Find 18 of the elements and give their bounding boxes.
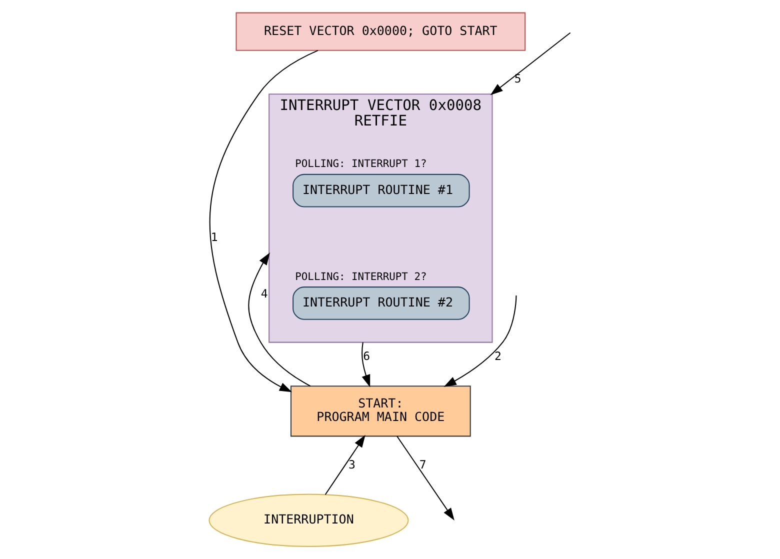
edge-label: 2 [494,348,502,363]
node-box: START: PROGRAM MAIN CODE [290,386,471,437]
edge-label: 3 [348,457,356,472]
edge-label: 1 [210,230,218,244]
edge-label: 6 [363,348,370,363]
node-label: POLLING: INTERRUPT 1? [295,158,427,170]
arrow [444,295,517,387]
arrow [210,50,318,392]
node-box: RESET VECTOR 0x0000; GOTO START [236,12,526,51]
arrow [324,434,366,495]
node-ellipse: INTERRUPTION [208,494,409,547]
arrow [362,342,370,388]
arrow [490,32,571,96]
arrow [248,252,311,386]
arrow [396,436,454,520]
node-label: POLLING: INTERRUPT 2? [295,270,427,283]
edge-label: 4 [260,286,268,300]
edge-label: 7 [419,457,426,472]
